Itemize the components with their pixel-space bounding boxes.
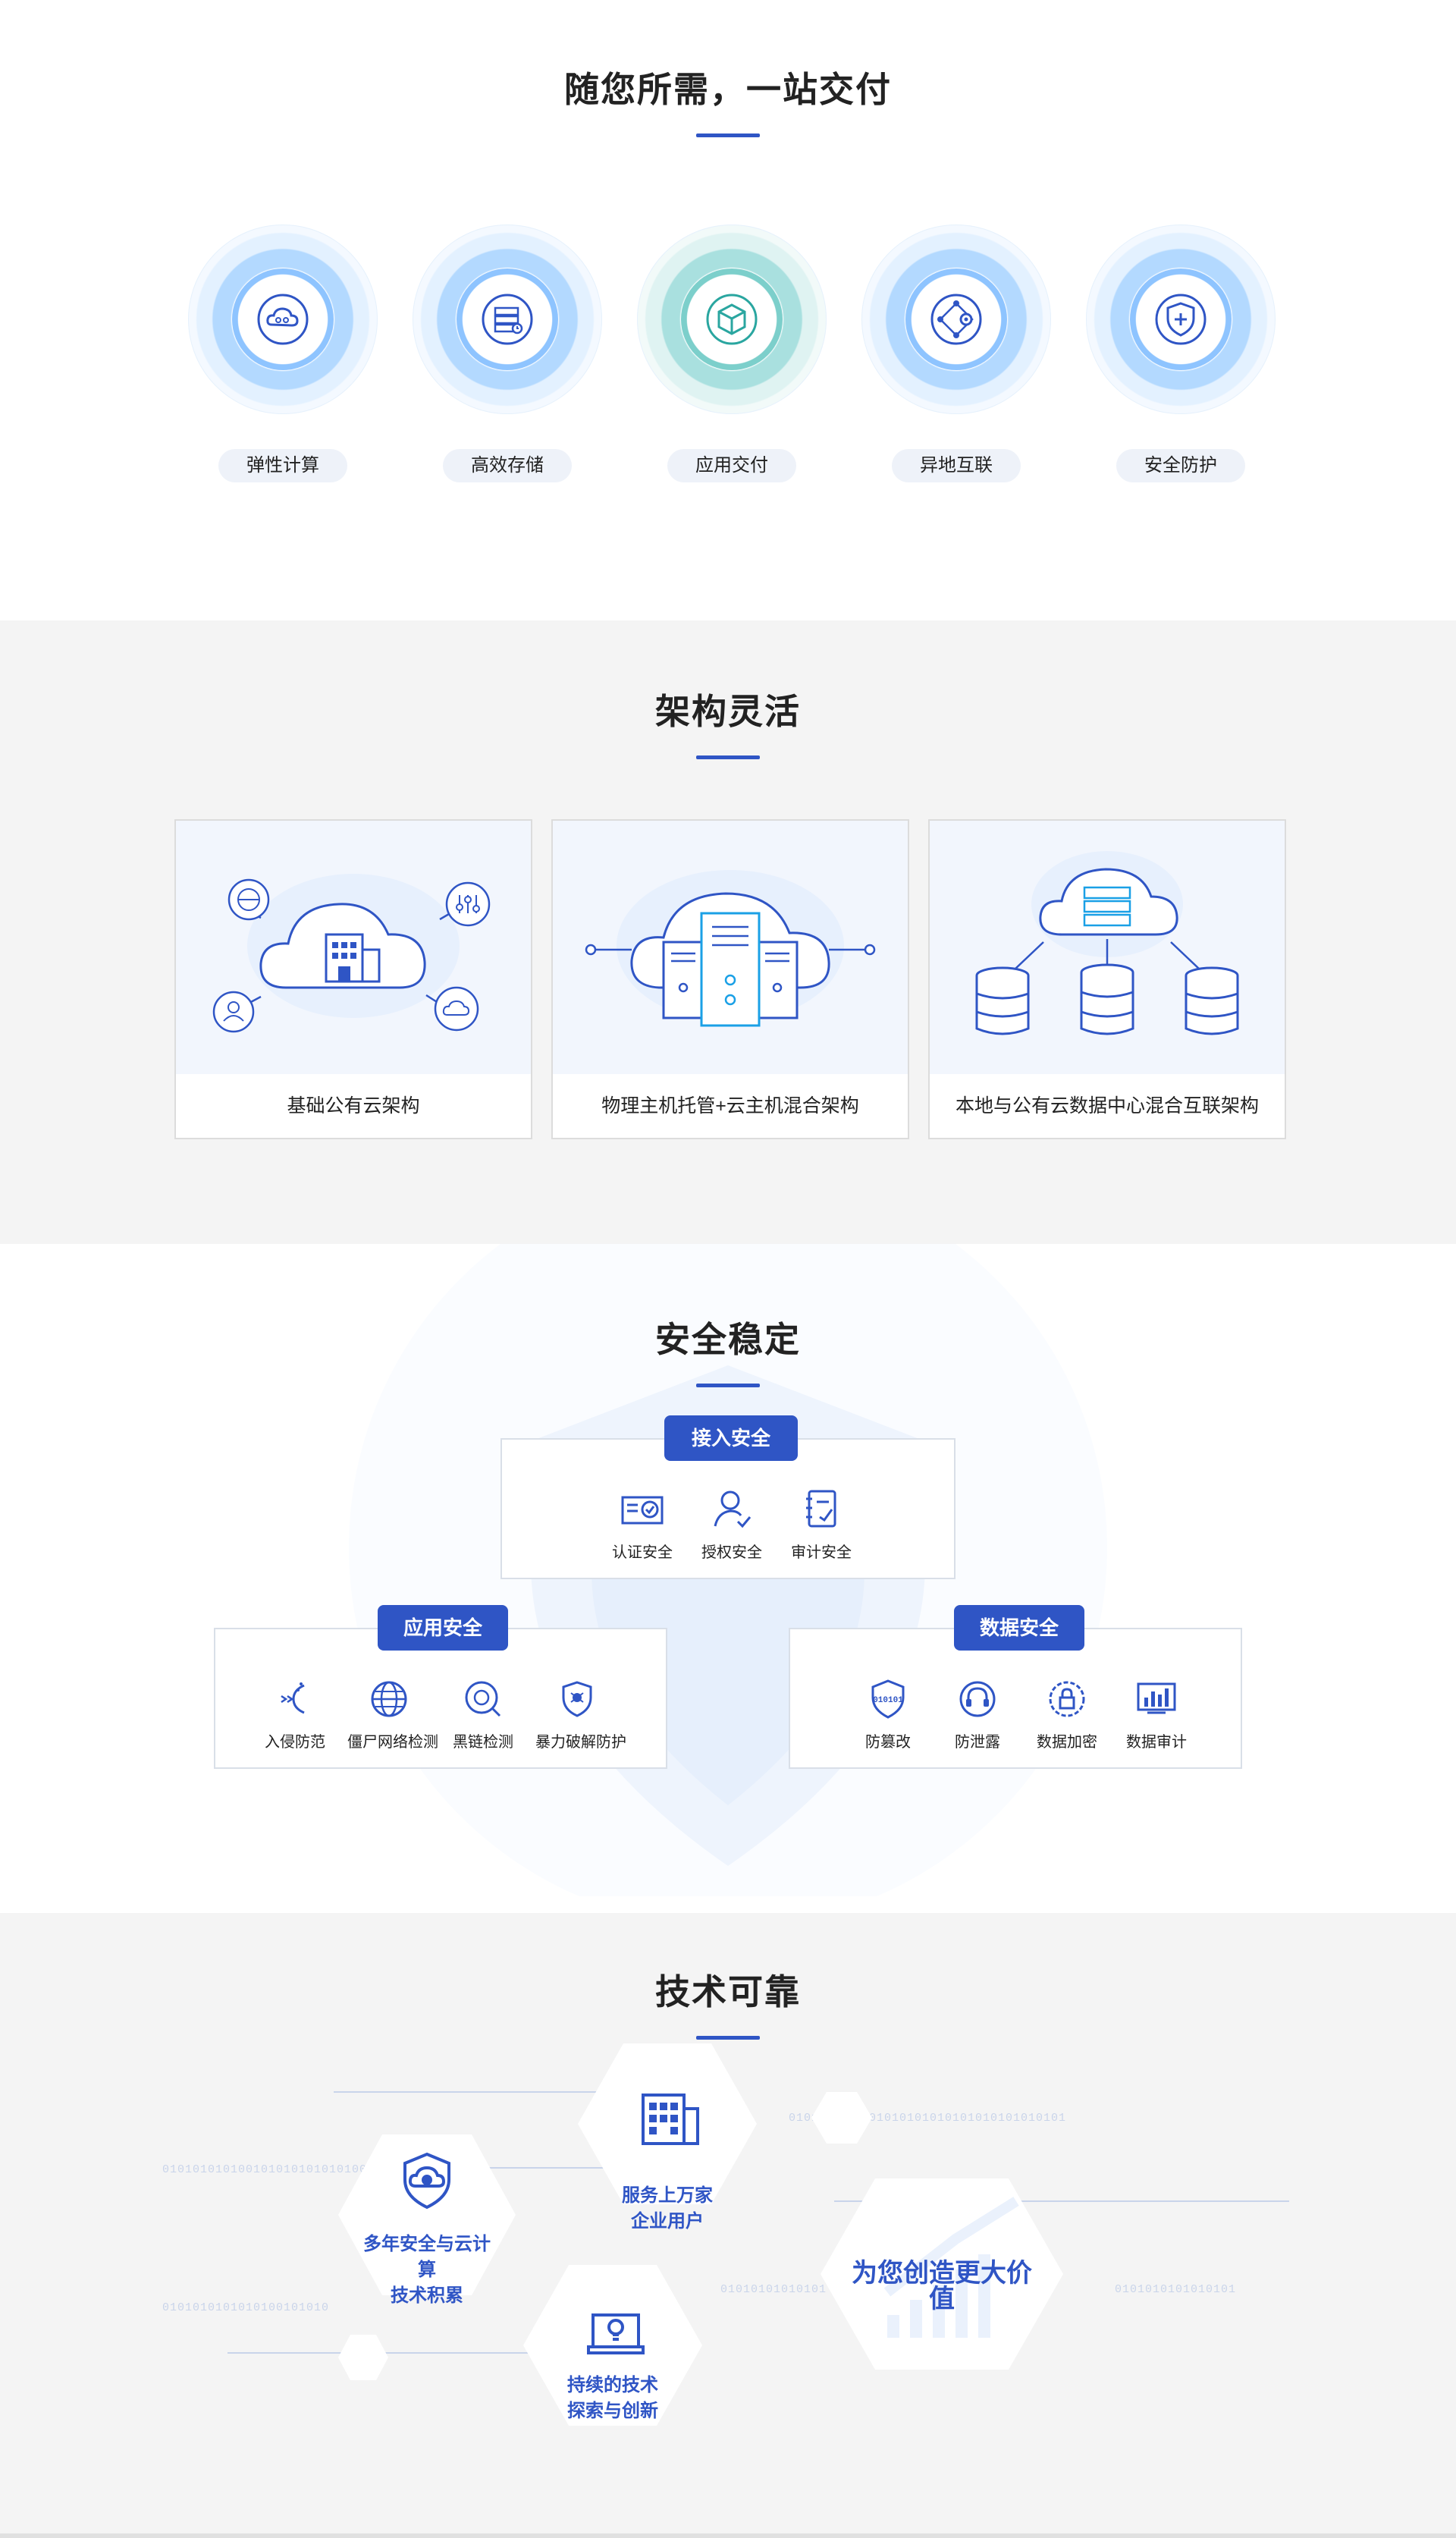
section-title: 随您所需，一站交付 [564,70,892,109]
growth-chart-icon [883,2197,1019,2338]
audit-note-icon [806,1490,836,1528]
cloud-compute-icon [248,284,318,354]
lightbulb-screen-icon [587,2313,645,2354]
headset-shield-icon [959,1681,996,1717]
sec-item-botnet[interactable]: 僵尸网络检测 [347,1675,438,1751]
arch-card-public-cloud[interactable]: 基础公有云架构 [174,819,532,1139]
title-underline [696,133,760,137]
feature-elastic-compute[interactable]: 弹性计算 [188,225,378,498]
binary-decoration: 010101010100101010101010100 [162,2163,368,2176]
user-check-icon [714,1490,752,1528]
bottom-divider [0,2533,1456,2538]
shield-bug-icon [562,1681,592,1717]
feature-label: 安全防护 [1116,449,1245,482]
sec-item-blacklink[interactable]: 黑链检测 [441,1675,525,1751]
feature-security[interactable]: 安全防护 [1086,225,1276,498]
hybrid-hosting-illustration [553,821,908,1074]
hexagon-cluster [228,2043,1289,2426]
binary-decoration: 01010101010101010101010101 [869,2112,1067,2125]
hex-innovation: 持续的技术 探索与创新 [567,2375,658,2421]
application-security-tag: 应用安全 [378,1605,508,1651]
datacenter-interconnect-illustration [930,821,1285,1074]
security-stability-section: 安全稳定 认证安全 授权安全 [0,1244,1456,1913]
network-nodes-icon [921,284,991,354]
feature-app-delivery[interactable]: 应用交付 [637,225,827,498]
certificate-icon [621,1496,664,1525]
sec-item-leak[interactable]: 防泄露 [936,1675,1019,1751]
arch-card-label: 物理主机托管+云主机混合架构 [601,1095,859,1117]
section-title: 架构灵活 [655,692,801,731]
building-icon [642,2094,699,2145]
hex-tech-accumulation: 多年安全与云计算 技术积累 [363,2234,491,2306]
cube-icon [697,284,767,354]
link-scan-icon [465,1681,501,1717]
access-security-tag: 接入安全 [664,1415,798,1461]
sec-item-intrusion[interactable]: 入侵防范 [253,1675,337,1751]
feature-storage[interactable]: 高效存储 [413,225,602,498]
section-title: 安全稳定 [655,1320,801,1359]
feature-label: 高效存储 [443,449,572,482]
public-cloud-illustration [176,821,531,1074]
binary-decoration: 0101010101010101 [1115,2283,1237,2296]
feature-label: 弹性计算 [218,449,347,482]
svg-text:010101: 010101 [873,1696,903,1705]
feature-label: 应用交付 [667,449,796,482]
flexible-architecture-section: 架构灵活 [0,620,1456,1244]
sec-item-audit[interactable]: 审计安全 [780,1485,863,1562]
arch-card-label: 基础公有云架构 [287,1095,420,1117]
sec-item-tamper[interactable]: 010101 防篡改 [846,1675,930,1751]
arch-card-label: 本地与公有云数据中心混合互联架构 [955,1095,1259,1117]
arch-card-hybrid-hosting[interactable]: 物理主机托管+云主机混合架构 [551,819,909,1139]
feature-interconnect[interactable]: 异地互联 [861,225,1051,498]
data-security-box: 010101 防篡改 防泄露 数据加密 [789,1628,1242,1769]
title-underline [696,1384,760,1387]
server-storage-icon [472,284,542,354]
one-stop-delivery-section: 随您所需，一站交付 弹性计算 [0,0,1456,620]
lock-gear-icon [1049,1681,1085,1717]
intrusion-icon [281,1682,305,1714]
hex-enterprise-users: 服务上万家 企业用户 [622,2185,713,2232]
section-title: 技术可靠 [655,1972,801,2012]
arch-card-datacenter-interconnect[interactable]: 本地与公有云数据中心混合互联架构 [928,819,1286,1139]
binary-decoration: 01010101010101 [720,2283,827,2296]
access-security-box: 认证安全 授权安全 审计安全 [500,1438,956,1579]
binary-decoration: 0101010101010100101010 [162,2301,330,2314]
hex-value-creation: 为您创造更大价值 [852,2259,1032,2313]
globe-icon [371,1681,407,1717]
sec-item-bruteforce[interactable]: 暴力破解防护 [535,1675,626,1751]
sec-item-encrypt[interactable]: 数据加密 [1025,1675,1109,1751]
cloud-shield-gear-icon [403,2152,450,2210]
shield-plus-icon [1146,284,1216,354]
sec-item-authorization[interactable]: 授权安全 [690,1485,774,1562]
binary-shield-icon: 010101 [871,1679,905,1719]
title-underline [696,755,760,759]
data-security-tag: 数据安全 [954,1605,1084,1651]
sec-item-auth[interactable]: 认证安全 [601,1485,684,1562]
feature-label: 异地互联 [892,449,1021,482]
reliable-tech-section: 技术可靠 01010101010101010101010101 01010101… [0,1913,1456,2538]
title-underline [696,2036,760,2040]
sec-item-data-audit[interactable]: 数据审计 [1115,1675,1198,1751]
bar-monitor-icon [1137,1682,1176,1714]
